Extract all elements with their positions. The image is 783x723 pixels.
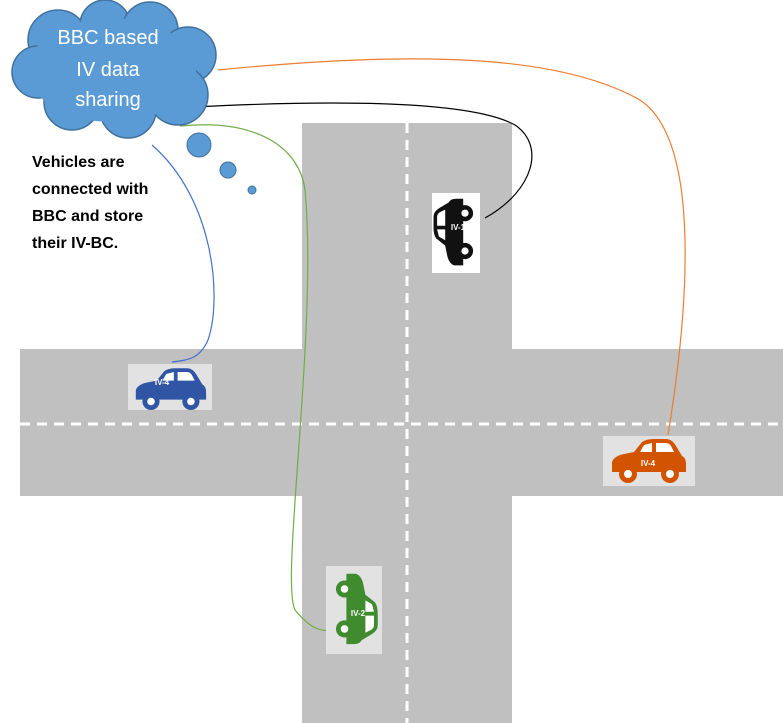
- note-line-2: connected with: [32, 181, 148, 198]
- cloud-text-line-1: BBC based: [57, 27, 158, 49]
- vehicle-green-label: IV-2: [351, 609, 366, 618]
- note-line-3: BBC and store: [32, 208, 143, 225]
- link-blue-vehicle: [152, 145, 214, 362]
- note-line-1: Vehicles are: [32, 154, 125, 171]
- vehicle-blue-label: IV-4: [155, 378, 170, 387]
- cloud-text-line-3: sharing: [75, 89, 141, 111]
- cloud-text-line-2: IV data: [76, 59, 140, 81]
- thought-bubble-medium: [220, 162, 236, 178]
- note-line-4: their IV-BC.: [32, 235, 118, 252]
- vehicle-orange: IV-4: [603, 436, 695, 486]
- vehicles-note: Vehicles are connected with BBC and stor…: [32, 154, 148, 252]
- vehicle-black-label: IV-1: [451, 223, 466, 232]
- vehicle-blue: IV-4: [128, 364, 212, 410]
- vehicle-green: IV-2: [326, 566, 382, 654]
- thought-bubble-large: [187, 133, 211, 157]
- vehicle-orange-label: IV-4: [641, 459, 656, 468]
- thought-bubble-small: [248, 186, 256, 194]
- vehicle-black: IV-1: [432, 193, 480, 273]
